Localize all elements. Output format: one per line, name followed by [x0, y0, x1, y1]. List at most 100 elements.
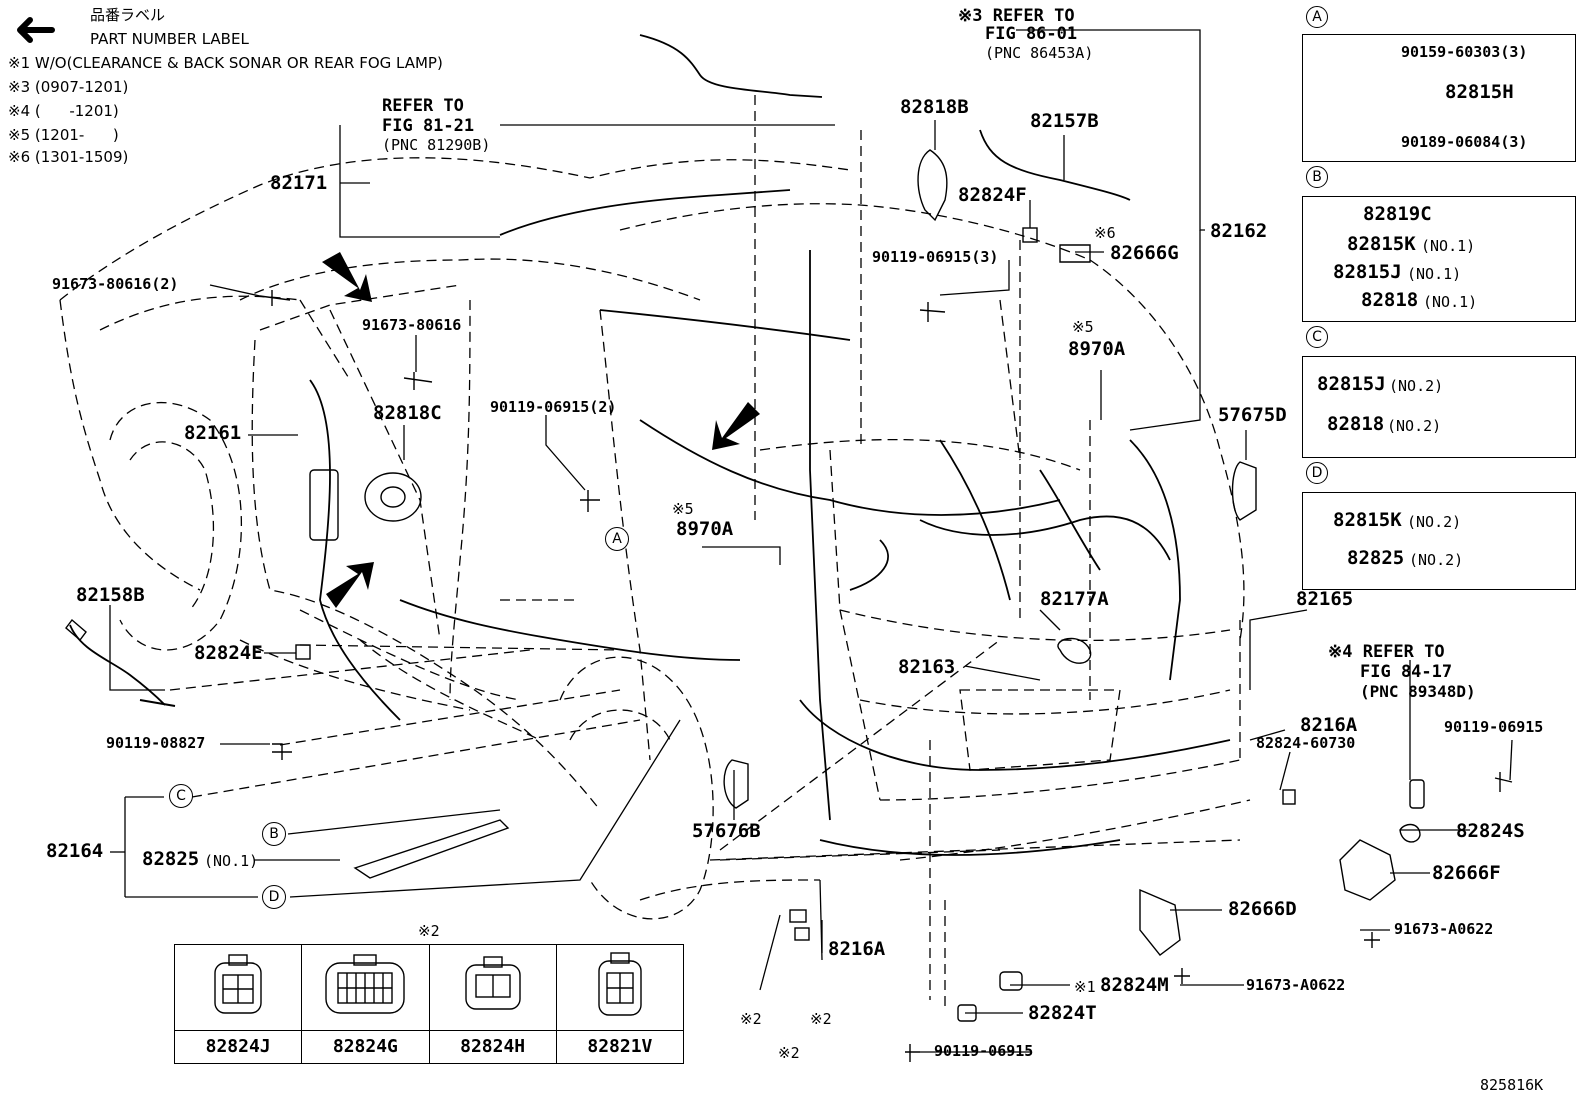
detail-c-part-2: 82818	[1327, 413, 1385, 435]
detail-a-box: 90159-60303(3) 82815H 90189-06084(3)	[1302, 34, 1576, 162]
detail-c-tag: C	[1306, 326, 1328, 348]
part-82171: 82171	[270, 172, 328, 194]
detail-c-sub-2: (NO.2)	[1387, 417, 1442, 435]
detail-a-item-1: 90159-60303(3)	[1401, 43, 1528, 61]
part-8216A-a: 8216A	[1300, 714, 1358, 736]
ref-fig86-line3: (PNC 86453A)	[985, 44, 1094, 62]
leader-lines	[109, 29, 1513, 1053]
detail-b-part-4: 82818	[1361, 289, 1419, 311]
part-82666G: 82666G	[1110, 242, 1179, 264]
part-91673-80616: 91673-80616	[362, 316, 462, 334]
part-82157B: 82157B	[1030, 110, 1099, 132]
part-82824T: 82824T	[1028, 1002, 1097, 1024]
part-label-arrow-icon	[17, 17, 55, 43]
part-82164: 82164	[46, 840, 104, 862]
part-82162: 82162	[1210, 220, 1268, 242]
part-8216A-b: 8216A	[828, 938, 886, 960]
note-4: ※4 ( -1201)	[8, 102, 119, 120]
detail-d-part-1: 82815K	[1333, 509, 1402, 531]
part-82818C: 82818C	[373, 402, 442, 424]
part-82818B: 82818B	[900, 96, 969, 118]
part-label-jp: 品番ラベル	[90, 6, 166, 24]
part-82824F: 82824F	[958, 184, 1027, 206]
connector-icon	[325, 954, 405, 1014]
connector-cell: 82821V	[556, 945, 683, 1063]
part-90119-06915-b: 90119-06915	[934, 1042, 1034, 1060]
connector-icon	[598, 952, 642, 1016]
note-6: ※6 (1301-1509)	[8, 148, 129, 166]
connector-cell: 82824G	[302, 945, 430, 1063]
part-82666F: 82666F	[1432, 862, 1501, 884]
direction-arrows	[322, 252, 760, 608]
harness-lines	[69, 34, 1231, 856]
callout-c: C	[169, 784, 193, 808]
part-90119-06915-r: 90119-06915	[1444, 718, 1544, 736]
part-82825-no1-sub: (NO.1)	[204, 852, 259, 870]
note2-top: ※2	[418, 922, 440, 940]
ref-fig86-line1: ※3 REFER TO	[958, 6, 1075, 26]
ref-fig84-line1: ※4 REFER TO	[1328, 642, 1445, 662]
part-91673-A0622-b: 91673-A0622	[1246, 976, 1346, 994]
part-8970A-b: 8970A	[1068, 338, 1126, 360]
ref-fig86-line2: FIG 86-01	[985, 24, 1078, 44]
detail-d-tag: D	[1306, 462, 1328, 484]
detail-d-part-2: 82825	[1347, 547, 1405, 569]
part-82824M-note: ※1	[1074, 978, 1096, 996]
connector-cell: 82824H	[429, 945, 557, 1063]
detail-b-part-3: 82815J	[1333, 261, 1402, 283]
arrow-down-icon	[322, 252, 372, 302]
detail-b-box: 82819C 82815K (NO.1) 82815J (NO.1) 82818…	[1302, 196, 1576, 322]
connector-table: 82824J 82824G 82824H	[174, 944, 684, 1064]
note-3: ※3 (0907-1201)	[8, 78, 129, 96]
connector-label: 82824H	[429, 1030, 556, 1063]
connector-label: 82824J	[175, 1030, 302, 1063]
note2-b: ※2	[810, 1010, 832, 1028]
detail-b-part-2: 82815K	[1347, 233, 1416, 255]
connector-cell: 82824J	[175, 945, 303, 1063]
detail-d-sub-1: (NO.2)	[1407, 513, 1462, 531]
part-82825-no1: 82825	[142, 848, 200, 870]
components	[65, 149, 1425, 1022]
arrow-up-icon	[326, 562, 374, 608]
note-5: ※5 (1201- )	[8, 126, 119, 144]
arrow-down-left-icon	[712, 402, 760, 450]
part-82177A: 82177A	[1040, 588, 1109, 610]
part-82666D: 82666D	[1228, 898, 1297, 920]
detail-c-part-1: 82815J	[1317, 373, 1386, 395]
detail-c-sub-1: (NO.2)	[1389, 377, 1444, 395]
ref-fig81-line3: (PNC 81290B)	[382, 136, 491, 154]
detail-c-box: 82815J (NO.2) 82818 (NO.2)	[1302, 356, 1576, 458]
vehicle-outline	[59, 157, 1251, 920]
part-91673-A0622-a: 91673-A0622	[1394, 920, 1494, 938]
detail-d-box: 82815K (NO.2) 82825 (NO.2)	[1302, 492, 1576, 590]
detail-b-part-1: 82819C	[1363, 203, 1432, 225]
part-82163: 82163	[898, 656, 956, 678]
ref-fig84-line2: FIG 84-17	[1360, 662, 1453, 682]
ref-fig84-line3: (PNC 89348D)	[1360, 682, 1476, 701]
note2-c: ※2	[778, 1044, 800, 1062]
part-label-en: PART NUMBER LABEL	[90, 30, 249, 48]
detail-b-sub-2: (NO.1)	[1421, 237, 1476, 255]
part-8970A-a-note: ※5	[672, 500, 694, 518]
ref-fig81-line1: REFER TO	[382, 96, 464, 116]
detail-b-sub-3: (NO.1)	[1407, 265, 1462, 283]
connector-icon	[214, 954, 262, 1014]
detail-d-sub-2: (NO.2)	[1409, 551, 1464, 569]
bolts	[259, 290, 1513, 1062]
detail-b-sub-4: (NO.1)	[1423, 293, 1478, 311]
callout-d: D	[262, 885, 286, 909]
detail-b-tag: B	[1306, 166, 1328, 188]
part-8970A-b-note: ※5	[1072, 318, 1094, 336]
connector-label: 82824G	[302, 1030, 429, 1063]
part-90119-06915-3: 90119-06915(3)	[872, 248, 999, 266]
part-57675D: 57675D	[1218, 404, 1287, 426]
note2-a: ※2	[740, 1010, 762, 1028]
part-82165: 82165	[1296, 588, 1354, 610]
callout-a: A	[605, 527, 629, 551]
connector-label: 82821V	[556, 1030, 683, 1063]
part-82824M: 82824M	[1100, 974, 1169, 996]
part-82824E: 82824E	[194, 642, 263, 664]
part-91673-80616-2: 91673-80616(2)	[52, 275, 179, 293]
connector-icon	[464, 956, 521, 1010]
part-82824S: 82824S	[1456, 820, 1525, 842]
